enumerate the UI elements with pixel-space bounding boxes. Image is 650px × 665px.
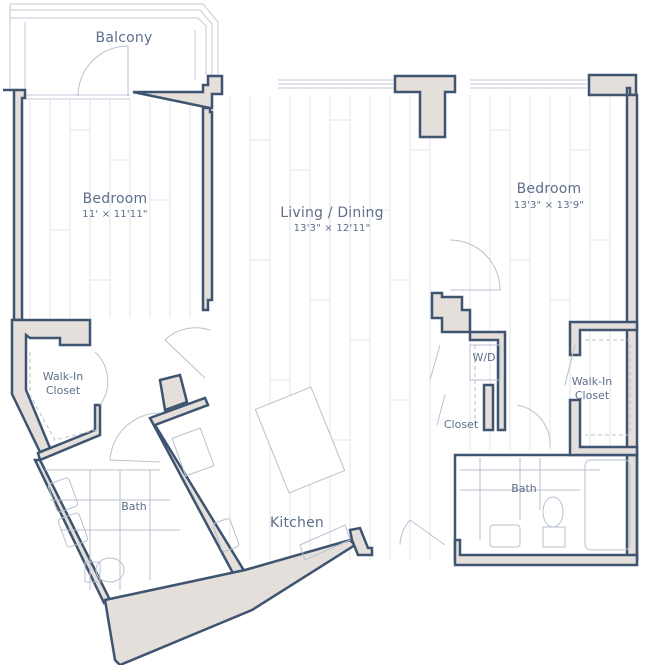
wood-floor-planks <box>29 95 611 560</box>
room-label-walk-in-closet-1: Walk-In Closet <box>43 370 84 398</box>
room-label-bath-1: Bath <box>121 500 147 513</box>
balcony-railing <box>9 3 219 100</box>
room-label-kitchen: Kitchen <box>269 515 325 531</box>
closet-shelves <box>29 339 631 441</box>
room-label-walk-in-closet-2: Walk-In Closet <box>572 375 613 403</box>
room-label-bedroom-1: Bedroom <box>82 191 148 207</box>
windows <box>278 79 587 89</box>
room-dimensions-living-dining: 13'3" × 12'11" <box>293 223 371 234</box>
room-dimensions-bedroom-1: 11' × 11'11" <box>82 209 148 220</box>
walls <box>3 73 639 665</box>
room-label-living-dining: Living / Dining <box>280 205 384 221</box>
room-label-bedroom-2: Bedroom <box>516 181 582 197</box>
walk-in-closet-1-line1: Walk-In <box>42 370 84 383</box>
room-label-washer-dryer: W/D <box>472 351 496 364</box>
door-swings <box>94 239 576 546</box>
kitchen-island <box>254 386 346 494</box>
walk-in-closet-2-line2: Closet <box>574 389 610 402</box>
fixtures <box>45 344 631 590</box>
walk-in-closet-1-line2: Closet <box>45 384 81 397</box>
room-label-balcony: Balcony <box>95 30 153 46</box>
room-label-closet: Closet <box>443 418 479 431</box>
room-label-bath-2: Bath <box>511 482 537 495</box>
room-dimensions-bedroom-2: 13'3" × 13'9" <box>513 200 585 211</box>
walk-in-closet-2-line1: Walk-In <box>571 375 613 388</box>
